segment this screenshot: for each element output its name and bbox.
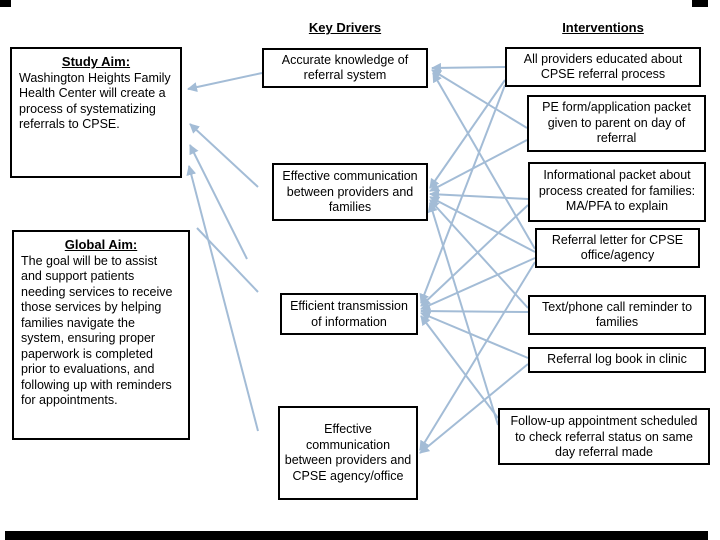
connector-line: [420, 315, 499, 419]
connector-line: [429, 189, 529, 200]
slide-border-bottom: [5, 531, 708, 540]
driver-box-efficient-transmission: Efficient transmission of information: [280, 293, 418, 335]
connector-line: [419, 261, 536, 451]
intervention-label: Referral log book in clinic: [547, 352, 687, 367]
intervention-label: Informational packet about process creat…: [538, 168, 696, 213]
intervention-label: PE form/application packet given to pare…: [542, 100, 691, 146]
driver-box-communication-families: Effective communication between provider…: [272, 163, 428, 221]
global-aim-body: The goal will be to assist and support p…: [21, 253, 173, 408]
driver-box-accurate-knowledge: Accurate knowledge of referral system: [262, 48, 428, 88]
connector-line: [429, 196, 536, 253]
key-drivers-header: Key Drivers: [308, 20, 382, 35]
driver-label: Effective communication between provider…: [282, 169, 418, 214]
intervention-box-follow-up: Follow-up appointment scheduled to check…: [498, 408, 710, 465]
intervention-box-referral-log: Referral log book in clinic: [528, 347, 706, 373]
slide-corner-top-left: [0, 0, 11, 7]
connector-line: [427, 202, 499, 426]
connector-line: [420, 306, 529, 317]
connector-line: [429, 139, 528, 192]
intervention-box-pe-form: PE form/application packet given to pare…: [527, 95, 706, 152]
connector-line: [420, 311, 529, 359]
connector-line: [419, 363, 529, 454]
connector-line: [420, 257, 536, 310]
global-aim-title: Global Aim:: [64, 237, 138, 252]
driver-label: Efficient transmission of information: [290, 299, 408, 329]
connector-line: [186, 165, 259, 432]
global-aim-box: Global Aim: The goal will be to assist a…: [12, 230, 190, 440]
connector-line: [187, 72, 263, 92]
study-aim-box: Study Aim: Washington Heights Family Hea…: [10, 47, 182, 178]
connector-line: [196, 227, 259, 293]
connector-line: [431, 62, 506, 73]
intervention-box-providers-educated: All providers educated about CPSE referr…: [505, 47, 701, 87]
study-aim-title: Study Aim:: [61, 54, 131, 69]
connector-line: [432, 72, 536, 250]
intervention-label: Text/phone call reminder to families: [541, 299, 693, 330]
connector-line: [419, 84, 506, 304]
driver-box-communication-cpse: Effective communication between provider…: [278, 406, 418, 500]
intervention-box-informational-packet: Informational packet about process creat…: [528, 162, 706, 222]
driver-label: Accurate knowledge of referral system: [281, 52, 409, 83]
connector-line: [189, 123, 259, 188]
interventions-header: Interventions: [562, 20, 644, 35]
connector-line: [429, 199, 529, 309]
intervention-label: All providers educated about CPSE referr…: [523, 51, 683, 82]
connector-line: [431, 69, 528, 129]
connector-line: [420, 204, 529, 307]
connector-line: [189, 144, 248, 260]
intervention-box-text-phone-reminder: Text/phone call reminder to families: [528, 295, 706, 335]
connector-line: [429, 79, 506, 189]
slide-corner-top-right: [692, 0, 708, 7]
driver-label: Effective communication between provider…: [284, 422, 412, 483]
intervention-label: Follow-up appointment scheduled to check…: [510, 414, 698, 459]
intervention-label: Referral letter for CPSE office/agency: [551, 232, 684, 263]
intervention-box-referral-letter: Referral letter for CPSE office/agency: [535, 228, 700, 268]
study-aim-body: Washington Heights Family Health Center …: [19, 70, 171, 132]
